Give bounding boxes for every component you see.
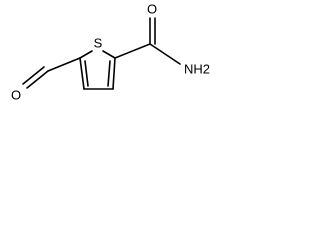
bond-c4-c5 <box>112 57 116 90</box>
bond-s-c2 <box>79 50 93 59</box>
atom-amine: NH2 <box>184 61 210 76</box>
bond-c2-aldehyde <box>47 57 81 72</box>
bond-c2-c3 <box>79 57 85 90</box>
bond-c5-carbonyl <box>114 43 151 59</box>
bond-aldehyde-o <box>26 70 49 89</box>
bond-s-c5 <box>102 50 116 59</box>
bond-aldehyde-o-double <box>22 66 45 85</box>
atom-sulfur: S <box>94 35 103 50</box>
bond-c4-c5-inner <box>107 60 111 87</box>
atom-oxygen-amide: O <box>147 1 157 16</box>
bond-carbonyl-n <box>149 43 181 65</box>
chemical-structure: S O NH2 O <box>11 1 210 102</box>
atom-oxygen-aldehyde: O <box>11 87 21 102</box>
bond-c2-c3-inner <box>84 60 89 87</box>
